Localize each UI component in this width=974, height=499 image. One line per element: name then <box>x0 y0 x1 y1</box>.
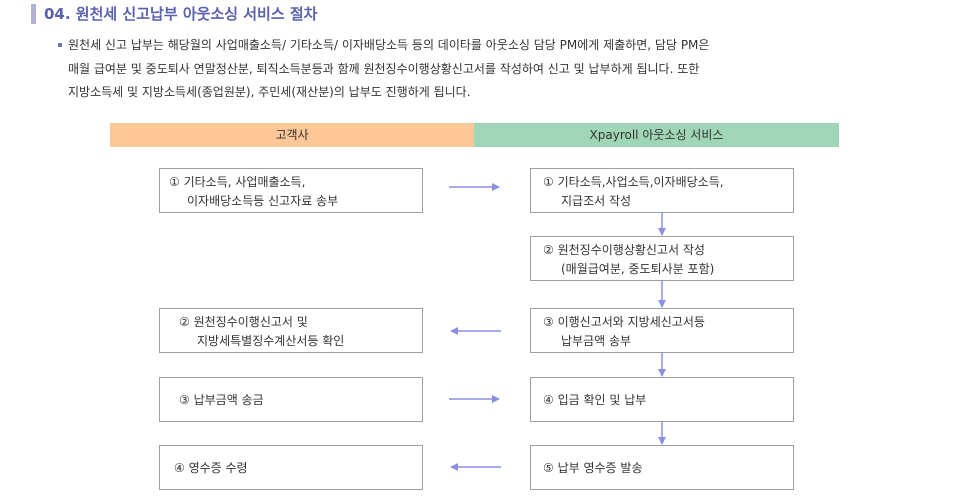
service-step-3-line-2: 납부금액 송부 <box>561 334 632 348</box>
service-step-4-line-1: ④ 입금 확인 및 납부 <box>543 393 647 407</box>
service-step-3: ③ 이행신고서와 지방세신고서등 납부금액 송부 <box>530 308 794 353</box>
service-step-2: ② 원천징수이행상황신고서 작성 (매월급여분, 중도퇴사분 포함) <box>530 236 794 281</box>
client-step-3: ③ 납부금액 송금 <box>159 377 423 422</box>
client-step-4-line-1: ④ 영수증 수령 <box>174 461 248 475</box>
description-line-3: 지방소득세 및 지방소득세(종업원분), 주민세(재산분)의 납부도 진행하게 … <box>68 85 471 99</box>
client-step-1-line-2: 이자배당소득등 신고자료 송부 <box>187 194 339 208</box>
client-step-3-line-1: ③ 납부금액 송금 <box>179 393 264 407</box>
service-step-2-line-1: ② 원천징수이행상황신고서 작성 <box>543 243 705 257</box>
client-step-1: ① 기타소득, 사업매출소득, 이자배당소득등 신고자료 송부 <box>159 168 423 213</box>
bullet-icon <box>58 43 62 47</box>
service-column-header: Xpayroll 아웃소싱 서비스 <box>474 123 839 147</box>
title-accent-bar <box>31 4 36 24</box>
client-column-header: 고객사 <box>110 123 474 147</box>
description-line-2: 매월 급여분 및 중도퇴사 연말정산분, 퇴직소득분등과 함께 원천징수이행상황… <box>68 61 700 76</box>
section-title: 04. 원천세 신고납부 아웃소싱 서비스 절차 <box>44 5 318 23</box>
service-step-5: ⑤ 납부 영수증 발송 <box>530 445 794 490</box>
client-step-2-line-1: ② 원천징수이행신고서 및 <box>179 315 308 329</box>
service-step-4: ④ 입금 확인 및 납부 <box>530 377 794 422</box>
description-line-1: 원천세 신고 납부는 해당월의 사업매출소득/ 기타소득/ 이자배당소득 등의 … <box>68 38 710 52</box>
service-step-1: ① 기타소득,사업소득,이자배당소득, 지급조서 작성 <box>530 168 794 213</box>
client-step-2: ② 원천징수이행신고서 및 지방세특별징수계산서등 확인 <box>159 308 423 353</box>
service-step-5-line-1: ⑤ 납부 영수증 발송 <box>543 461 643 475</box>
section-description: 원천세 신고 납부는 해당월의 사업매출소득/ 기타소득/ 이자배당소득 등의 … <box>58 34 858 105</box>
client-step-1-line-1: ① 기타소득, 사업매출소득, <box>169 175 306 189</box>
client-step-2-line-2: 지방세특별징수계산서등 확인 <box>197 334 345 348</box>
service-step-1-line-1: ① 기타소득,사업소득,이자배당소득, <box>543 175 724 189</box>
service-step-3-line-1: ③ 이행신고서와 지방세신고서등 <box>543 315 705 329</box>
service-step-2-line-2: (매월급여분, 중도퇴사분 포함) <box>561 262 715 276</box>
client-step-4: ④ 영수증 수령 <box>159 445 423 490</box>
service-step-1-line-2: 지급조서 작성 <box>561 194 632 208</box>
